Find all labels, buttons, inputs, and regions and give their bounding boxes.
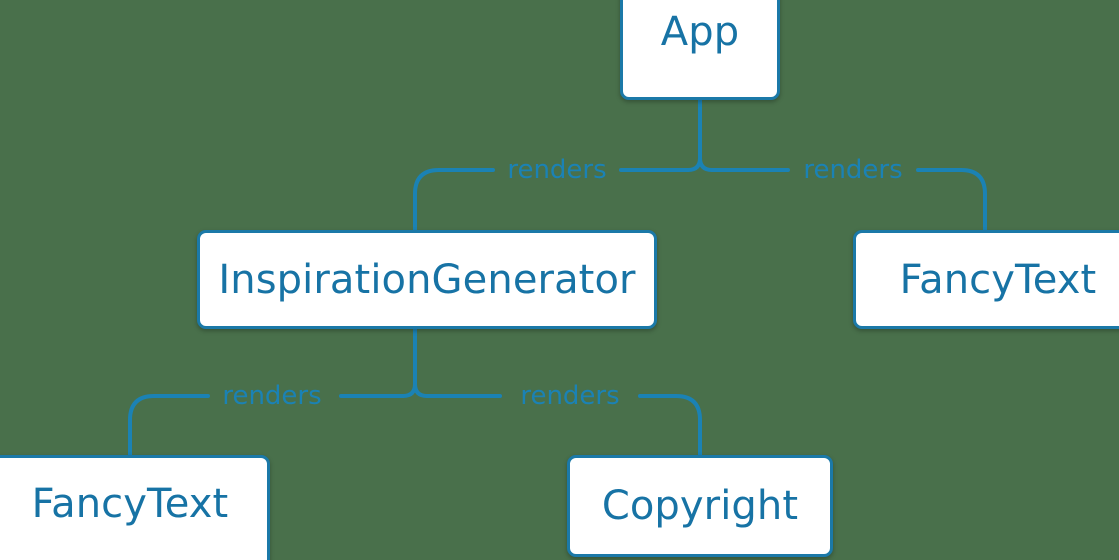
edge-label-inspirationgenerator-to-copyright: renders	[520, 381, 620, 411]
node-app-label: App	[660, 9, 740, 55]
node-app[interactable]: App	[620, 0, 780, 100]
edge-inspirationgenerator-to-fancytext-left	[128, 394, 405, 457]
edge-app-to-inspirationgenerator	[413, 168, 690, 232]
node-fancytext-right[interactable]: FancyText	[853, 230, 1119, 329]
node-fancytext-right-label: FancyText	[899, 256, 1097, 303]
node-inspirationgenerator-label: InspirationGenerator	[218, 256, 636, 303]
node-inspirationgenerator[interactable]: InspirationGenerator	[197, 230, 657, 329]
edge-inspirationgenerator-stem-left	[401, 382, 417, 398]
node-copyright-label: Copyright	[601, 483, 799, 529]
edge-label-app-to-fancytext-right: renders	[803, 155, 903, 185]
node-fancytext-left[interactable]: FancyText	[0, 455, 270, 560]
edge-app-to-fancytext-right	[710, 168, 987, 232]
node-copyright[interactable]: Copyright	[567, 455, 833, 557]
edge-label-inspirationgenerator-to-fancytext-left: renders	[222, 381, 322, 411]
edge-inspirationgenerator-to-copyright	[425, 394, 702, 457]
edge-app-stem-left	[686, 156, 702, 172]
node-fancytext-left-label: FancyText	[31, 481, 229, 527]
edge-label-app-to-inspirationgenerator: renders	[507, 155, 607, 185]
